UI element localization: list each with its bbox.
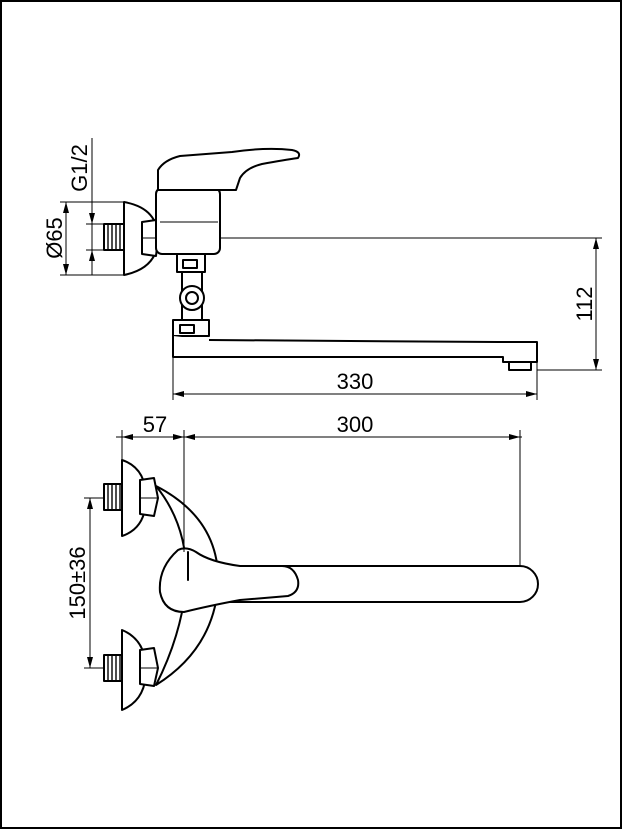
label-spout-reach: 300: [337, 412, 374, 437]
side-threaded-inlet: [103, 223, 125, 251]
label-height: 112: [572, 286, 597, 321]
label-wall-offset: 57: [143, 412, 167, 437]
dim-inlet-spacing: 150±36: [65, 497, 104, 669]
side-spout: [172, 336, 538, 363]
dim-spout-length: 330: [172, 357, 538, 400]
label-thread: G1/2: [67, 144, 92, 192]
dim-top-horizontal: 57 300: [116, 412, 522, 566]
side-lever-handle: [157, 147, 301, 191]
side-mixer-body: [155, 187, 221, 255]
side-swivel-connector: [172, 253, 210, 337]
top-inlet-lower: [103, 629, 159, 711]
top-lever-handle: [158, 547, 300, 613]
side-spout-outlet: [508, 361, 532, 371]
label-spout-length: 330: [337, 369, 374, 394]
dim-height: 112: [220, 237, 602, 371]
side-view: Ø65 G1/2 112 330: [42, 138, 602, 400]
top-inlet-upper: [103, 459, 159, 537]
dim-thread: G1/2: [67, 138, 104, 275]
label-rosette-diameter: Ø65: [42, 217, 67, 259]
top-view: 57 300 150±36: [65, 412, 539, 711]
label-inlet-spacing: 150±36: [65, 546, 90, 619]
